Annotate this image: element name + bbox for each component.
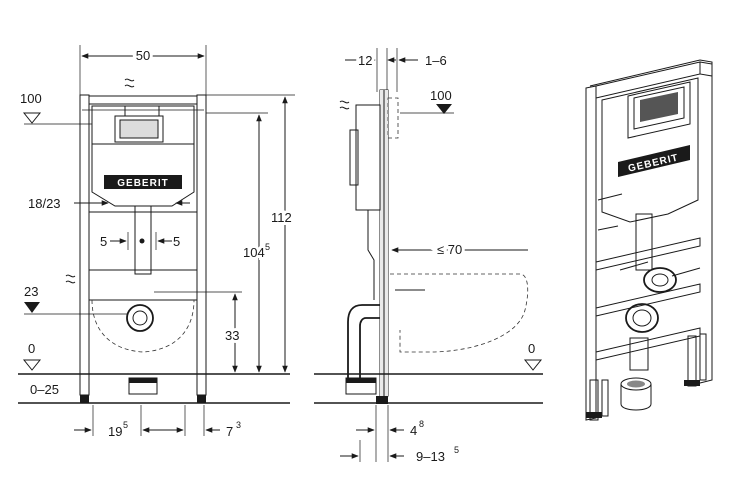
center-point — [139, 238, 145, 244]
wall-range-sup: 5 — [454, 445, 459, 455]
floor-0-label: 0 — [28, 341, 35, 356]
cistern-inlet — [124, 105, 160, 117]
foot-left-sup: 5 — [123, 420, 128, 430]
iso-flush-plate — [633, 86, 685, 130]
side-view: 12 1–6 100 ≤ 70 0 — [314, 48, 543, 464]
iso-flush-button — [640, 92, 678, 122]
iso-outlet-ring — [625, 303, 659, 333]
frame-upright-left — [79, 94, 90, 396]
iso-top-rail-end — [699, 61, 713, 77]
outlet-ring-outer — [126, 304, 154, 332]
height-112-label: 112 — [271, 210, 292, 225]
foot-right-label: 7 — [226, 424, 233, 439]
iso-leg-left-back — [601, 379, 609, 417]
outlet-33-label: 33 — [225, 328, 239, 343]
iso-socket-inner — [627, 380, 645, 388]
side-flush-pipe — [367, 210, 375, 300]
side-level-100-marker — [436, 104, 452, 114]
waste-pipe-top — [129, 378, 157, 383]
bowl-side-outline — [390, 273, 529, 353]
iso-frame-right-upright — [589, 59, 713, 384]
outlet-ring-inner — [132, 310, 148, 326]
iso-waste-pipe — [629, 337, 649, 371]
water-inlet-icon — [124, 78, 135, 88]
iso-connector-inner — [651, 273, 669, 287]
iso-side-braces — [597, 193, 623, 231]
level-100-marker — [22, 112, 42, 124]
iso-socket-body — [620, 384, 652, 411]
iso-leg-right-back — [699, 333, 707, 381]
adjust-label: 1–6 — [425, 53, 447, 68]
flush-water-icon — [65, 274, 76, 284]
foot-left — [80, 395, 89, 403]
flush-pipe — [134, 205, 152, 275]
logo-plate — [104, 175, 182, 189]
iso-frame-left-upright — [585, 85, 597, 421]
inner-spacing-label: 18/23 — [28, 196, 61, 211]
iso-foot-left — [586, 412, 602, 418]
iso-connector-ring — [643, 267, 677, 293]
side-floor-0-marker — [523, 359, 543, 371]
side-cistern-back — [349, 129, 359, 186]
side-waste-bend-outer — [347, 304, 380, 378]
side-waste-bend-inner — [359, 317, 380, 378]
side-plate-bracket — [387, 97, 399, 139]
width-label: 50 — [136, 48, 150, 63]
level-23-label: 23 — [24, 284, 38, 299]
iso-leg-right-front — [687, 335, 697, 387]
side-waste-socket-top — [346, 378, 376, 383]
front-view: 50 GEBERIT 100 — [18, 45, 295, 439]
iso-cistern — [601, 77, 699, 223]
side-floor-0-label: 0 — [528, 341, 535, 356]
offset-left-label: 5 — [100, 234, 107, 249]
flush-plate — [119, 119, 159, 139]
depth-label: 12 — [358, 53, 372, 68]
side-foot — [376, 396, 388, 404]
frame-top-rail — [88, 95, 198, 105]
floor-0-marker — [22, 359, 42, 371]
iso-flush-opening — [627, 81, 691, 139]
frame-upright-right — [196, 94, 207, 396]
side-water-icon — [339, 100, 350, 110]
side-cistern — [355, 104, 381, 211]
foot-depth-label: 4 — [410, 423, 417, 438]
height-104-sup: 5 — [265, 242, 270, 252]
iso-leg-left-front — [589, 379, 599, 421]
side-level-100-label: 100 — [430, 88, 452, 103]
wall-range-label: 9–13 — [416, 449, 445, 464]
level-23-marker — [24, 302, 40, 313]
bowl-outline — [91, 299, 195, 353]
bowl-projection-label: ≤ 70 — [437, 242, 462, 257]
iso-logo-plate — [618, 145, 690, 177]
foot-right-sup: 3 — [236, 420, 241, 430]
foot-depth-sup: 8 — [419, 419, 424, 429]
height-104-label: 104 — [243, 245, 265, 260]
iso-foot-right — [684, 380, 700, 386]
foot-left-label: 19 — [108, 424, 122, 439]
foot-right — [197, 395, 206, 403]
iso-outlet-inner — [632, 309, 652, 327]
offset-right-label: 5 — [173, 234, 180, 249]
floor-range-label: 0–25 — [30, 382, 59, 397]
iso-view: GEBERIT — [585, 59, 713, 421]
iso-connector-arms — [619, 261, 701, 277]
iso-flush-pipe — [635, 213, 653, 271]
iso-cross-rail-1 — [595, 237, 701, 271]
logo-text: GEBERIT — [117, 178, 168, 189]
level-100-label: 100 — [20, 91, 42, 106]
